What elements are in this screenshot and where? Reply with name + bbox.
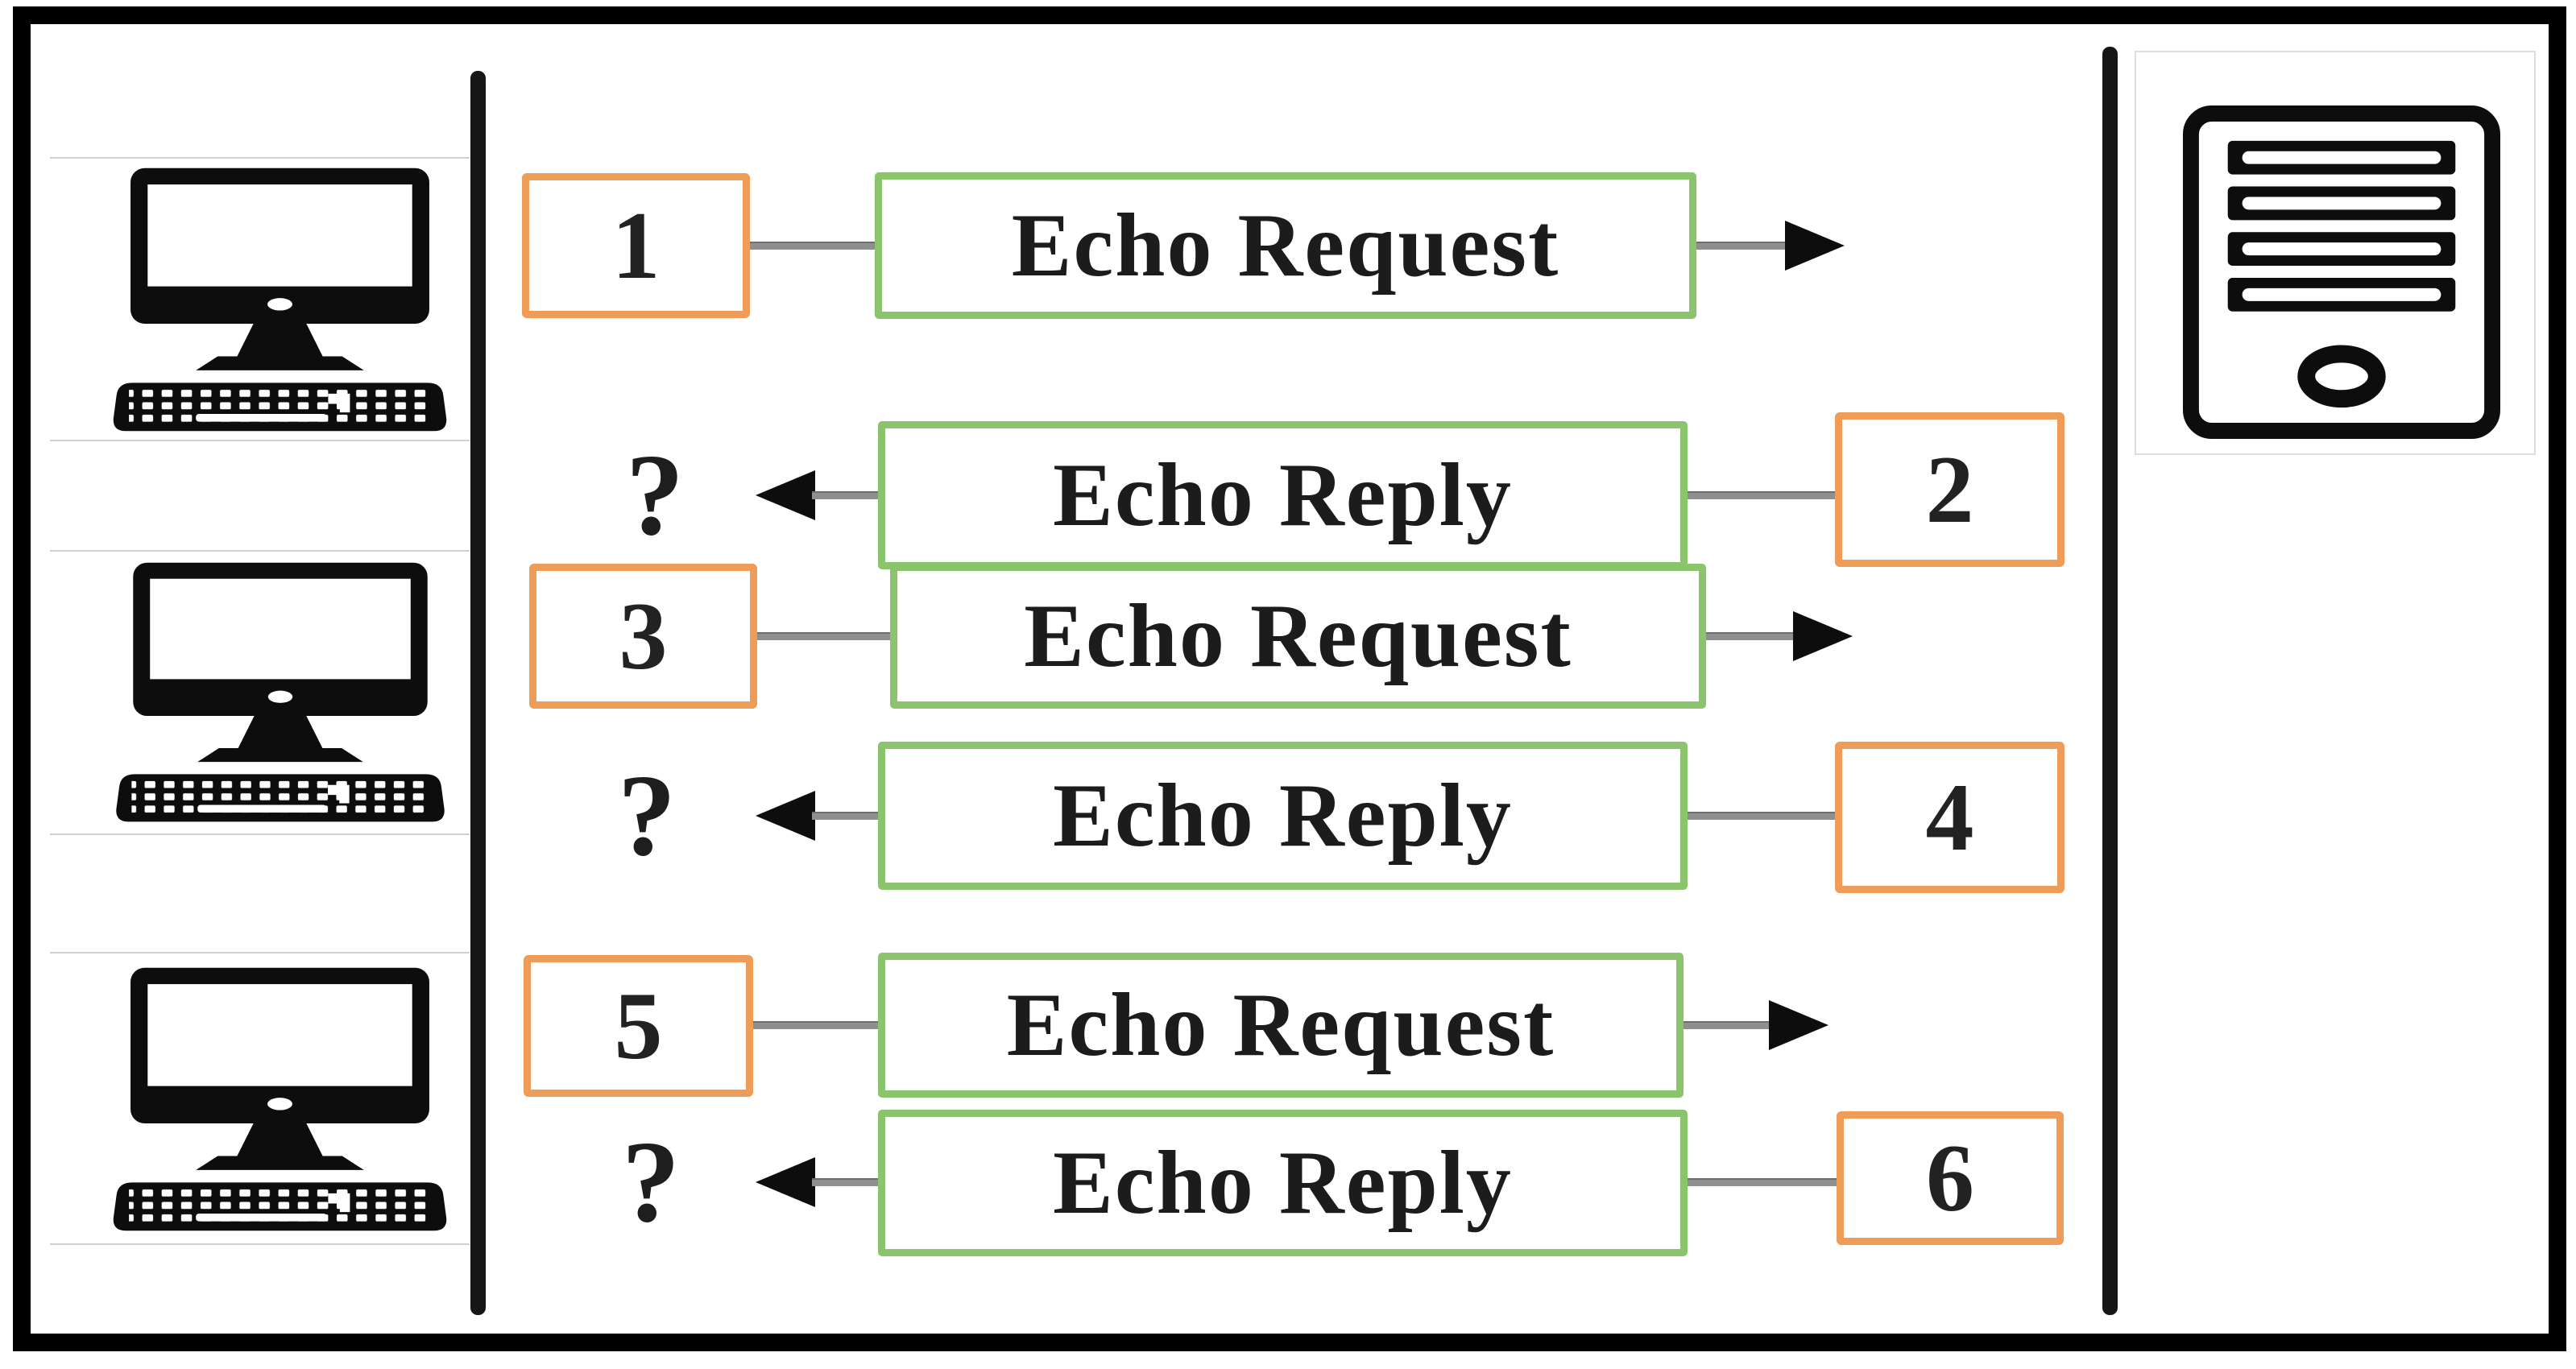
sequence-number: 2	[1925, 436, 1974, 543]
client-cell-1	[50, 157, 470, 441]
connector	[1706, 632, 1795, 640]
desktop-computer-icon	[100, 163, 460, 437]
message-label: Echo Reply	[1053, 445, 1513, 545]
arrowhead-right-icon	[1769, 1000, 1828, 1050]
connector	[757, 632, 892, 640]
connector	[812, 812, 878, 820]
connector	[753, 1021, 878, 1029]
message-box: Echo Reply	[878, 421, 1688, 569]
sequence-badge: 1	[522, 173, 750, 318]
server-cell	[2135, 51, 2536, 455]
sequence-number: 3	[619, 582, 668, 689]
client-cell-3	[50, 952, 470, 1245]
message-box: Echo Request	[878, 953, 1684, 1098]
sequence-badge: 2	[1835, 412, 2065, 567]
server-lane-separator	[2102, 47, 2118, 1315]
connector	[1684, 1021, 1770, 1029]
message-label: Echo Request	[1006, 974, 1555, 1075]
server-icon	[2181, 104, 2502, 440]
sequence-number: 5	[614, 972, 663, 1079]
arrowhead-right-icon	[1793, 611, 1853, 661]
client-cell-2	[50, 550, 470, 835]
sequence-number: 4	[1925, 763, 1974, 871]
message-label: Echo Request	[1024, 585, 1572, 686]
delivery-unknown-marker: ?	[621, 1118, 681, 1247]
arrowhead-right-icon	[1785, 221, 1845, 271]
connector	[1688, 491, 1837, 499]
connector	[1688, 812, 1837, 820]
desktop-computer-icon	[103, 558, 458, 828]
sequence-badge: 5	[524, 955, 753, 1097]
arrowhead-left-icon	[756, 470, 815, 520]
arrowhead-left-icon	[756, 791, 815, 841]
connector	[1696, 242, 1787, 250]
sequence-number: 6	[1926, 1124, 1974, 1231]
message-label: Echo Request	[1011, 195, 1560, 296]
sequence-badge: 4	[1835, 742, 2065, 893]
arrowhead-left-icon	[756, 1157, 815, 1207]
sequence-badge: 6	[1837, 1111, 2064, 1245]
connector	[812, 1178, 878, 1186]
message-box: Echo Reply	[878, 742, 1688, 890]
message-label: Echo Reply	[1053, 1132, 1513, 1233]
connector	[750, 242, 876, 250]
message-label: Echo Reply	[1053, 765, 1513, 866]
connector	[1688, 1178, 1837, 1186]
sequence-number: 1	[611, 192, 661, 299]
client-lane-separator	[470, 71, 486, 1315]
message-box: Echo Reply	[878, 1110, 1688, 1256]
message-box: Echo Request	[890, 564, 1706, 709]
sequence-badge: 3	[529, 564, 757, 709]
diagram-frame	[13, 6, 2566, 1351]
connector	[812, 491, 878, 499]
delivery-unknown-marker: ?	[617, 751, 677, 880]
delivery-unknown-marker: ?	[625, 431, 685, 560]
desktop-computer-icon	[100, 963, 460, 1237]
message-box: Echo Request	[875, 172, 1696, 319]
